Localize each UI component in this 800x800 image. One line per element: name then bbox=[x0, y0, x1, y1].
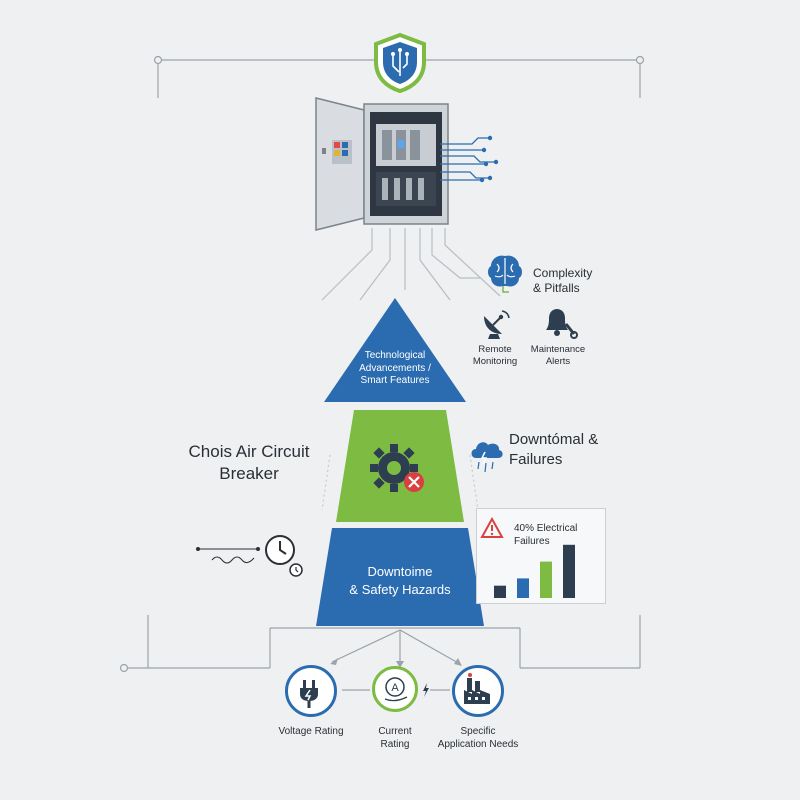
bottom-tier-label: Downtoime & Safety Hazards bbox=[349, 564, 451, 597]
maintenance-alerts-label: Maintenance Alerts bbox=[530, 344, 586, 367]
warning-icon bbox=[480, 517, 504, 538]
stat-bar-chart bbox=[494, 544, 575, 598]
stat-bar bbox=[494, 585, 506, 598]
voltage-rating-label: Voltage Rating bbox=[278, 726, 344, 737]
factory-icon bbox=[452, 665, 504, 717]
clock-icon bbox=[265, 535, 303, 577]
gear-error-icon bbox=[370, 444, 424, 492]
current-rating-label: Current Rating bbox=[378, 726, 412, 750]
specific-application-label: Specific Application Needs bbox=[437, 726, 519, 750]
pyramid-bottom-tier bbox=[316, 528, 484, 626]
brain-icon bbox=[488, 255, 522, 293]
breaker-cabinet-icon bbox=[315, 97, 499, 231]
complexity-label: Complexity & Pitfalls bbox=[533, 266, 593, 295]
stat-bar bbox=[540, 561, 552, 598]
pyramid-top-tier bbox=[324, 298, 466, 402]
downtime-failures-label: Downtómal & Failures bbox=[509, 431, 599, 468]
stat-card-label: 40% Electrical Failures bbox=[514, 523, 578, 547]
plug-icon bbox=[285, 665, 337, 717]
bell-wrench-icon bbox=[546, 309, 578, 339]
top-tier-label: Technological Advancements / Smart Featu… bbox=[359, 350, 431, 386]
shield-icon bbox=[374, 32, 426, 94]
stat-bar bbox=[517, 578, 529, 598]
remote-monitoring-label: Remote Monitoring bbox=[472, 344, 518, 367]
lightning-icon bbox=[423, 683, 429, 697]
breaker-title: Chois Air Circuit Breaker bbox=[188, 442, 310, 483]
cloud-storm-icon bbox=[471, 442, 503, 473]
svg-text:A: A bbox=[391, 682, 399, 694]
satellite-dish-icon bbox=[484, 310, 510, 339]
stat-bar bbox=[563, 544, 575, 598]
ammeter-icon: A bbox=[372, 666, 418, 712]
